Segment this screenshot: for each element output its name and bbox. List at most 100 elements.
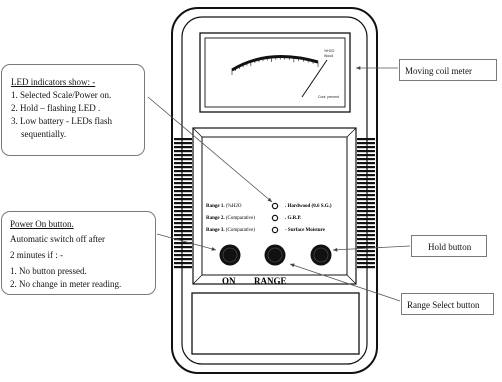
grip-ridge [174,142,192,145]
grip-ridge [174,186,192,189]
grip-ridge [174,222,192,225]
grip-ridge [357,150,375,153]
grip-ridge [174,250,192,253]
grip-ridge [174,266,192,269]
grip-ridge [357,158,375,161]
moving-coil-label: Moving coil meter [405,66,472,76]
meter-scale-label-top: %H2O [324,49,335,53]
grip-ridge [174,242,192,245]
grip-ridge [357,246,375,249]
power-on-callout: Power On button. Automatic switch off af… [1,211,156,295]
power-callout-heading: Power On button. [10,219,74,229]
grip-ridge [357,186,375,189]
moving-coil-meter-callout: Moving coil meter [399,59,497,81]
grip-ridge [357,234,375,237]
grip-ridge [174,206,192,209]
grip-ridge [357,162,375,165]
grip-ridge [174,214,192,217]
grip-ridge [357,170,375,173]
led-callout-item-2: 2. Hold – flashing LED . [11,103,101,113]
led-callout-item-1: 1. Selected Scale/Power on. [11,90,112,100]
grip-ridge [174,158,192,161]
led-callout-heading: LED indicators show: - [11,77,96,87]
grip-ridge [174,262,192,265]
grip-ridge [357,250,375,253]
range-select-leader-line [289,263,401,302]
range-2-label: Range 2. (Comparative) [206,216,255,221]
hold-leader-line [332,245,411,252]
grip-ridge [357,210,375,213]
led-leader-line [147,96,273,203]
meter-needle [301,59,328,98]
grip-ridge [174,258,192,261]
grip-ridge [174,246,192,249]
led-range-3 [271,226,279,234]
meter-scale-ticks [231,56,319,75]
grip-ridge [174,226,192,229]
grip-ridge [357,206,375,209]
grip-ridge [174,146,192,149]
material-3-label: - Surface Moisture [285,228,326,233]
grip-ridge [357,226,375,229]
grip-ridge [174,182,192,185]
grip-ridge [174,162,192,165]
panel-bevel-bl [192,274,203,285]
on-button-label: ON [222,276,236,286]
grip-ridge [357,238,375,241]
power-callout-item-1: 1. No button pressed. [10,266,87,276]
grip-ridge [174,138,192,141]
left-grip-ridges [174,138,192,269]
grip-ridge [174,190,192,193]
power-callout-item-2: 2. No change in meter reading. [10,279,122,289]
grip-ridge [357,242,375,245]
range-select-label: Range Select button [407,300,480,310]
grip-ridge [357,198,375,201]
grip-ridge [174,194,192,197]
panel-bevel-br [346,274,357,285]
grip-ridge [357,194,375,197]
grip-ridge [357,146,375,149]
grip-ridge [174,166,192,169]
grip-ridge [174,170,192,173]
grip-ridge [174,254,192,257]
grip-ridge [174,154,192,157]
grip-ridge [357,230,375,233]
grip-ridge [174,230,192,233]
grip-ridge [357,218,375,221]
panel-bevel-tr [346,127,357,138]
battery-compartment [191,292,360,355]
range-button-label: RANGE [254,276,287,286]
grip-ridge [174,174,192,177]
grip-ridge [357,182,375,185]
grip-ridge [357,178,375,181]
grip-ridge [357,202,375,205]
meter-scale-label-top-2: Wood [324,54,333,58]
grip-ridge [357,214,375,217]
grip-ridge [174,198,192,201]
range-3-label: Range 3. (Comparative) [206,228,255,233]
grip-ridge [357,174,375,177]
hold-button-callout: Hold button [411,235,487,257]
panel-bevel-tl [192,127,203,138]
power-callout-line-1: Automatic switch off after [10,234,106,244]
meter-scale-label-bottom: Cont. percent [318,95,339,99]
grip-ridge [357,154,375,157]
grip-ridge [174,150,192,153]
range-select-callout: Range Select button [401,293,494,315]
grip-ridge [357,266,375,269]
grip-ridge [357,254,375,257]
range-button[interactable] [264,244,286,266]
meter-window-inner [204,37,346,108]
hold-button[interactable] [310,244,332,266]
grip-ridge [357,258,375,261]
on-button[interactable] [219,244,241,266]
led-indicators-callout: LED indicators show: - 1. Selected Scale… [1,64,145,156]
material-1-label: . Hardwood (0.6 S.G.) [285,204,332,209]
hold-label: Hold button [428,242,472,252]
power-leader-line [156,233,217,251]
grip-ridge [357,142,375,145]
right-grip-ridges [357,138,375,269]
grip-ridge [174,218,192,221]
grip-ridge [357,262,375,265]
